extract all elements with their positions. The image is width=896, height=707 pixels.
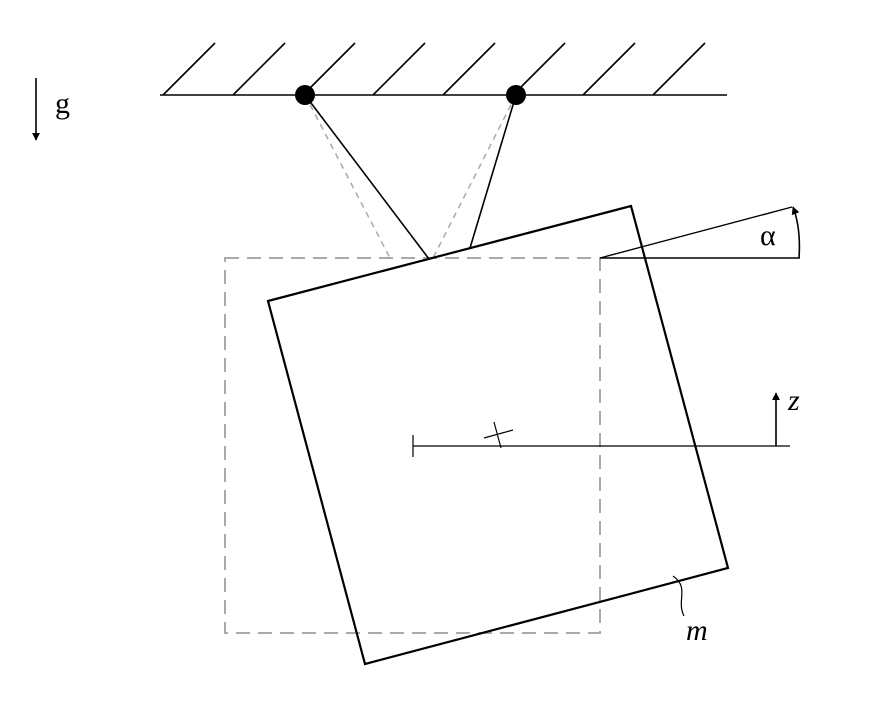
- mass-leader-line: [672, 575, 685, 617]
- right-pivot: [506, 85, 526, 105]
- center-marker-cross: [493, 421, 502, 449]
- angle-arc-arrow: [791, 206, 801, 259]
- z-label: z: [787, 384, 800, 417]
- center-marker-line: [483, 429, 514, 439]
- left-pivot: [295, 85, 315, 105]
- reference-right-string: [432, 94, 517, 259]
- left-string: [304, 94, 430, 260]
- rotated-block: [266, 204, 730, 666]
- gravity-label: g: [55, 87, 70, 120]
- reference-left-string: [304, 94, 391, 259]
- angle-label: α: [760, 219, 776, 252]
- mass-label: m: [686, 614, 708, 647]
- gravity-indicator: g: [32, 78, 70, 141]
- angle-indicator: α: [599, 206, 801, 259]
- ceiling-hatching: [162, 42, 706, 96]
- ceiling-support: [160, 42, 727, 96]
- angle-inclined-line: [599, 206, 793, 259]
- right-string: [469, 94, 517, 249]
- suspension-strings: [304, 94, 517, 260]
- coordinate-axis: z: [412, 384, 800, 457]
- mass-annotation: m: [672, 575, 708, 647]
- reference-configuration: [224, 94, 601, 634]
